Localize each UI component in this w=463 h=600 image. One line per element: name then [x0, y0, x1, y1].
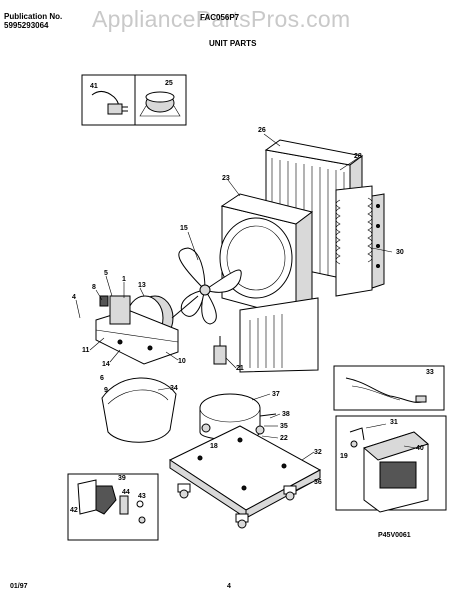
callout-33: 33 [426, 369, 434, 376]
callout-13: 13 [138, 282, 146, 289]
callout-15: 15 [180, 225, 188, 232]
publication-block: Publication No. 5995293064 [4, 12, 62, 30]
publication-number: 5995293064 [4, 21, 49, 30]
model-number: FAC056P7 [200, 13, 240, 22]
callout-31: 40 [416, 445, 424, 452]
callout-5: 5 [104, 270, 108, 277]
casters [177, 483, 297, 529]
callout-39: 42 [70, 507, 78, 514]
callout-34: 37 [272, 391, 280, 398]
callout-26: 26 [258, 127, 266, 134]
callout-8: 8 [92, 284, 96, 291]
page-number: 4 [227, 583, 231, 590]
callout-37: 38 [282, 411, 290, 418]
publication-label: Publication No. [4, 12, 63, 21]
callout-42: 44 [122, 489, 130, 496]
fan-shroud [219, 193, 314, 319]
fan-blade [178, 247, 242, 325]
leader-lines [75, 133, 417, 491]
inset-motor-mount [67, 473, 159, 541]
callout-22: 18 [210, 443, 218, 450]
footer-date: 01/97 [10, 583, 28, 590]
inset-control-box [335, 415, 447, 513]
callout-28: 28 [354, 153, 362, 160]
callout-19: 36 [314, 479, 322, 486]
callout-32: 31 [390, 419, 398, 426]
callout-9: 9 [104, 387, 108, 394]
callout-1: 1 [122, 276, 126, 283]
callout-23: 23 [222, 175, 230, 182]
callout-25: 25 [165, 80, 173, 87]
fan-motor-assembly [95, 295, 199, 365]
callout-36: 39 [118, 475, 126, 482]
callout-6: 6 [100, 375, 104, 382]
base-pan [168, 425, 322, 519]
inset-wiring-harness [333, 365, 445, 411]
callout-44: 43 [138, 493, 146, 500]
evaporator-coil [335, 185, 385, 297]
callout-40: 19 [340, 453, 348, 460]
callout-14: 14 [102, 361, 110, 368]
callout-labels: 41 25 26 28 23 15 30 5 8 1 13 4 11 14 10… [70, 80, 434, 514]
callout-30: 30 [396, 249, 404, 256]
callout-38: 35 [280, 423, 288, 430]
callout-4: 4 [72, 294, 76, 301]
section-title: UNIT PARTS [209, 39, 257, 48]
callout-11: 11 [82, 347, 90, 354]
insulation-53 [101, 377, 177, 443]
callout-10: 10 [178, 358, 186, 365]
inset-cord-capacitor [81, 74, 187, 126]
callout-18: 32 [314, 449, 322, 456]
watermark: AppliancePartsPros.com [92, 6, 351, 32]
callout-41: 41 [90, 83, 98, 90]
partition-panel [239, 297, 319, 373]
callout-53: 34 [170, 385, 178, 392]
diagram-id: P45V0061 [378, 532, 411, 539]
switch-21 [213, 336, 227, 365]
callout-35: 22 [280, 435, 288, 442]
callout-21: 21 [236, 365, 244, 372]
